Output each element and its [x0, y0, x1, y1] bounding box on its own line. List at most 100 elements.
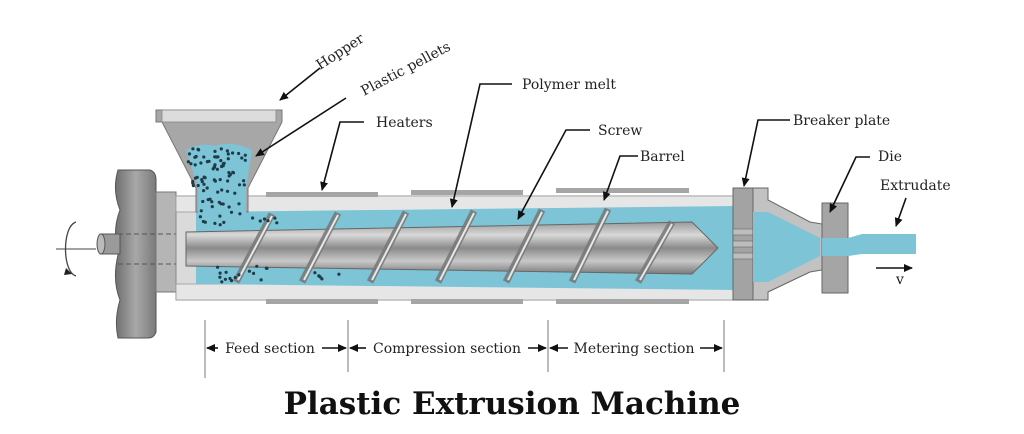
pellet: [225, 189, 230, 193]
pellet: [219, 147, 223, 151]
pellet: [275, 221, 279, 225]
plastic-pellets: [186, 147, 341, 284]
pellet: [237, 202, 241, 206]
pellet: [220, 280, 224, 284]
pellet: [233, 191, 237, 195]
pellet: [273, 216, 277, 220]
pellet: [252, 271, 256, 275]
pellet: [228, 276, 232, 281]
pellet: [215, 167, 219, 171]
extrudate: [848, 234, 916, 256]
hopper-label: Hopper: [313, 31, 367, 74]
pellet: [265, 266, 269, 270]
pellet: [196, 183, 200, 188]
pellet: [199, 161, 203, 165]
barrel-label: Barrel: [640, 149, 685, 165]
pellet: [237, 273, 241, 277]
screw-label: Screw: [598, 123, 642, 139]
pellet: [255, 264, 259, 268]
pellet: [202, 182, 206, 186]
pellet: [198, 215, 202, 219]
heaters-label: Heaters: [376, 115, 433, 131]
compression-section-label: Compression section: [373, 341, 521, 357]
drive-gear: [114, 169, 177, 339]
pellet: [222, 220, 226, 224]
pellet: [218, 271, 222, 275]
pellet: [243, 153, 247, 157]
extrudate-label: Extrudate: [880, 178, 951, 194]
pellet: [228, 172, 232, 177]
rotation-arrow-icon: [56, 221, 96, 277]
pellet: [229, 210, 234, 214]
pellet: [237, 183, 242, 187]
pellet: [242, 179, 246, 183]
pellet: [238, 212, 242, 216]
breaker-plate-label: Breaker plate: [793, 113, 890, 129]
pellet: [231, 151, 235, 155]
pellet: [221, 202, 225, 206]
pellet: [218, 223, 222, 227]
pellet: [258, 219, 262, 223]
die: [752, 187, 849, 301]
pellet: [213, 179, 217, 183]
pellet: [237, 151, 241, 156]
pellet: [213, 163, 217, 167]
pellet: [216, 190, 220, 194]
pellet: [227, 205, 231, 209]
die-label: Die: [878, 149, 902, 165]
pellet: [320, 277, 324, 281]
pellet: [200, 178, 204, 182]
pellet: [205, 186, 209, 190]
pellet: [218, 214, 222, 218]
pellet: [218, 178, 222, 182]
pellet: [187, 152, 192, 156]
pellet: [337, 272, 341, 276]
pellet: [191, 147, 195, 151]
pellet: [313, 271, 317, 275]
pellet: [223, 277, 227, 281]
pellet: [191, 184, 195, 188]
pellet: [259, 278, 263, 282]
pellet: [214, 155, 218, 159]
pellet: [226, 152, 230, 156]
hopper: [155, 109, 283, 225]
pellet: [205, 160, 209, 164]
pellet: [201, 199, 205, 204]
pellet: [213, 149, 217, 153]
pellet: [226, 157, 230, 161]
pellet: [262, 217, 267, 221]
pellet: [194, 154, 198, 159]
pellet: [202, 155, 206, 159]
pellet: [221, 164, 225, 168]
leader-lines: [255, 67, 907, 227]
pellet: [218, 275, 222, 279]
feed-section-label: Feed section: [225, 341, 315, 357]
pellet: [191, 181, 195, 185]
velocity-label: v: [895, 272, 904, 288]
pellet: [219, 159, 223, 163]
pellet: [233, 275, 237, 280]
pellet: [199, 209, 203, 213]
drive-shaft: [96, 233, 190, 265]
pellet: [242, 183, 246, 187]
pellet: [266, 219, 270, 223]
pellet: [206, 198, 210, 202]
pellet: [216, 265, 220, 269]
polymer-melt-label: Polymer melt: [522, 77, 616, 93]
pellet: [213, 221, 217, 225]
pellet: [203, 220, 207, 224]
pellet: [202, 175, 206, 179]
pellet: [196, 147, 200, 151]
screw: [185, 207, 719, 284]
pellet: [193, 176, 198, 180]
plastic-pellets-label: Plastic pellets: [358, 39, 453, 100]
diagram-title: Plastic Extrusion Machine: [284, 386, 741, 422]
breaker-plate: [732, 187, 754, 301]
pellet: [220, 188, 224, 192]
pellet: [189, 162, 193, 166]
pellet: [210, 200, 214, 204]
pellet: [202, 189, 206, 193]
pellet: [186, 160, 190, 164]
pellet: [240, 156, 244, 160]
